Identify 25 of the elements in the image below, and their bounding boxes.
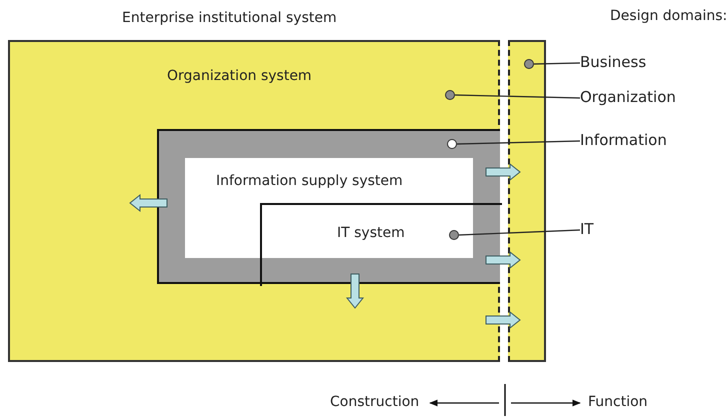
system-label: IT system	[337, 225, 405, 241]
marker-dot	[524, 59, 534, 69]
system-heading: Enterprise institutional system	[122, 10, 337, 26]
system-label: Organization system	[167, 68, 312, 84]
hollow-marker-dot	[447, 139, 457, 149]
direction-label: Construction	[330, 394, 420, 410]
marker-dot	[445, 90, 455, 100]
system-frame	[157, 129, 500, 284]
leader-line	[454, 94, 580, 99]
block-arrow	[129, 194, 168, 212]
block-arrow	[486, 250, 521, 270]
system-label: Information supply system	[216, 173, 403, 189]
block-arrow	[346, 274, 364, 309]
block-arrow	[486, 162, 521, 182]
block-arrow	[486, 310, 521, 330]
section-heading: Design domains:	[610, 8, 728, 24]
direction-label: Function	[588, 394, 648, 410]
domain-bar	[508, 40, 546, 362]
domain-label: IT	[580, 218, 610, 240]
leader-line	[456, 140, 580, 145]
leader-line	[534, 62, 580, 65]
domain-label: Organization	[580, 86, 695, 108]
domain-label: Information	[580, 129, 685, 151]
domain-label: Business	[580, 52, 660, 72]
leader-line	[458, 229, 580, 236]
